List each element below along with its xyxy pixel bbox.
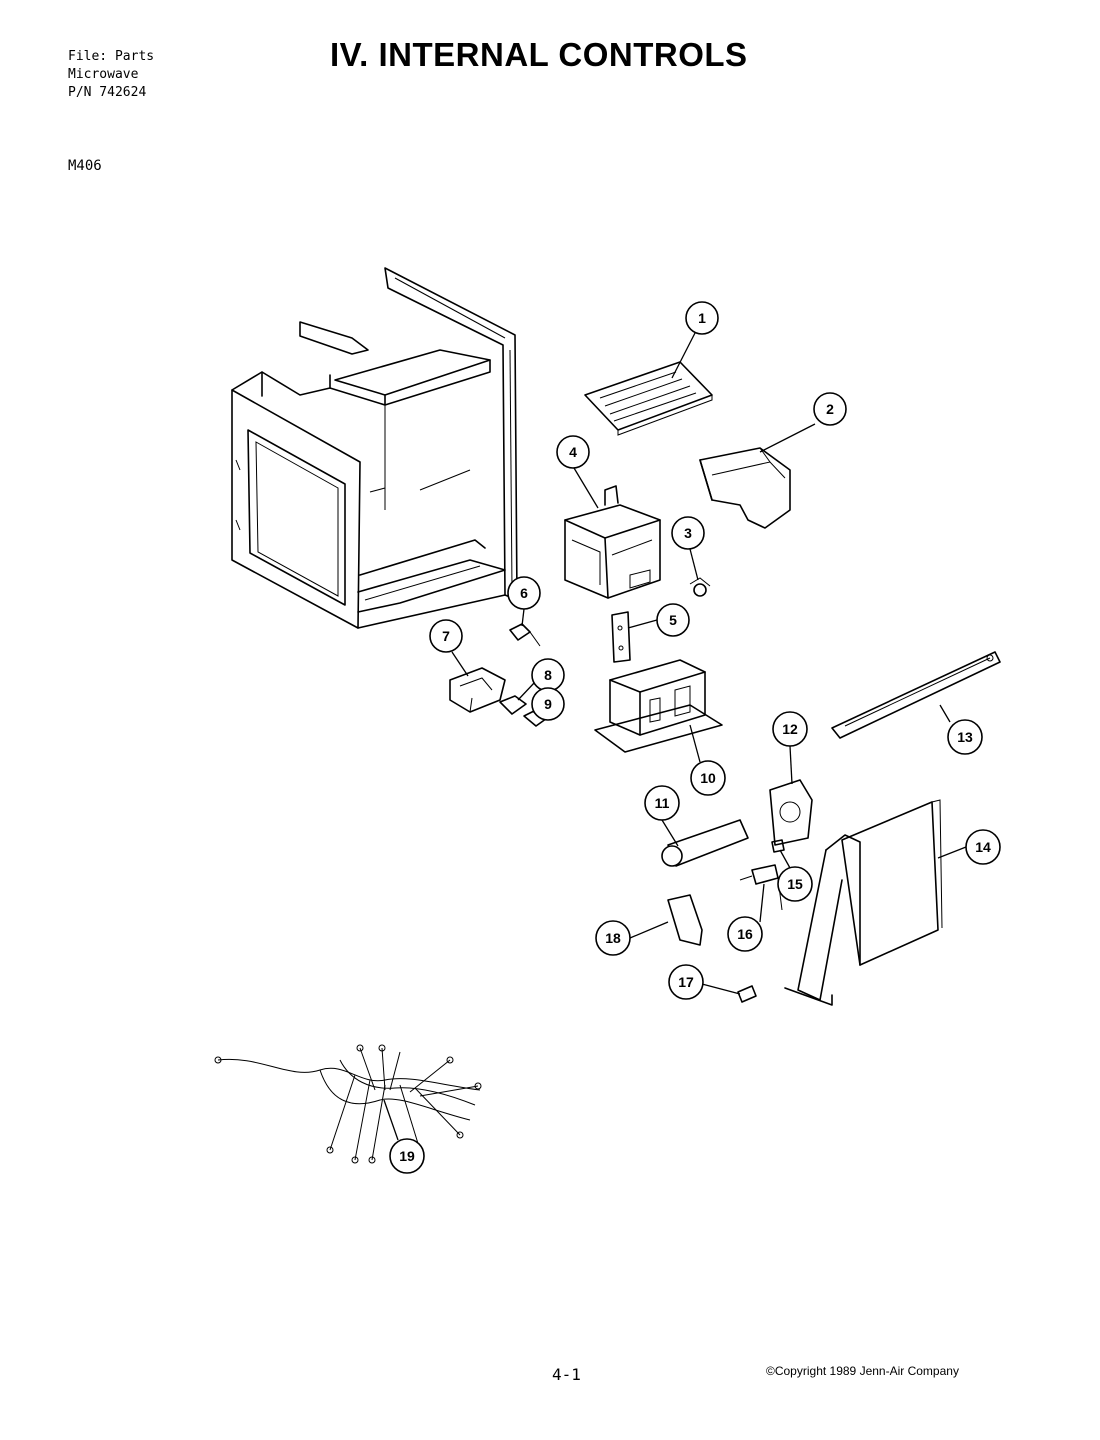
- part-19-wire-harness: [214, 1044, 482, 1164]
- callout-10: 10: [690, 760, 726, 796]
- svg-text:8: 8: [544, 667, 552, 683]
- file-line: File: Parts: [68, 49, 155, 64]
- file-line: Microwave: [68, 67, 139, 82]
- part-12-fan-bracket: [769, 779, 813, 846]
- callout-2: 2: [813, 392, 847, 426]
- callout-7: 7: [429, 619, 463, 653]
- callout-19: 19: [389, 1138, 425, 1174]
- part-8-switch: [499, 695, 527, 715]
- part-3-thermal-cutout: [689, 577, 711, 597]
- svg-text:10: 10: [700, 770, 716, 786]
- callout-8: 8: [531, 658, 565, 692]
- part-1-vent-cover: [584, 361, 713, 436]
- callout-1: 1: [685, 301, 719, 335]
- svg-text:4: 4: [569, 444, 577, 460]
- callout-11: 11: [644, 785, 680, 821]
- svg-text:2: 2: [826, 401, 834, 417]
- svg-text:7: 7: [442, 628, 450, 644]
- svg-text:17: 17: [678, 974, 694, 990]
- svg-text:14: 14: [975, 839, 991, 855]
- callout-9: 9: [531, 687, 565, 721]
- svg-text:19: 19: [399, 1148, 415, 1164]
- part-16-diode: [739, 864, 783, 911]
- part-4-magnetron: [564, 485, 661, 599]
- callout-14: 14: [965, 829, 1001, 865]
- part-2-air-duct: [699, 447, 791, 529]
- callout-5: 5: [656, 603, 690, 637]
- part-17-screw: [737, 985, 757, 1003]
- copyright-notice: ©Copyright 1989 Jenn-Air Company: [766, 1364, 959, 1378]
- part-11-capacitor: [661, 819, 749, 867]
- page-number: 4-1: [552, 1365, 581, 1384]
- part-6-fuse: [509, 623, 541, 647]
- cabinet-chassis: [231, 267, 518, 629]
- part-15-connector: [771, 839, 785, 853]
- svg-text:16: 16: [737, 926, 753, 942]
- svg-text:5: 5: [669, 612, 677, 628]
- part-5-bracket: [611, 611, 631, 663]
- callout-6: 6: [507, 576, 541, 610]
- callout-4: 4: [556, 435, 590, 469]
- callout-15: 15: [777, 866, 813, 902]
- file-line: P/N 742624: [68, 85, 147, 100]
- part-18-bracket: [667, 894, 703, 946]
- part-13-rail: [831, 651, 1001, 739]
- svg-text:18: 18: [605, 930, 621, 946]
- callout-12: 12: [772, 711, 808, 747]
- svg-text:12: 12: [782, 721, 798, 737]
- callout-16: 16: [727, 916, 763, 952]
- model-number: M406: [68, 158, 102, 174]
- svg-text:6: 6: [520, 585, 528, 601]
- callout-18: 18: [595, 920, 631, 956]
- svg-text:1: 1: [698, 310, 706, 326]
- leader-lines: [383, 332, 967, 1141]
- callout-13: 13: [947, 719, 983, 755]
- svg-text:11: 11: [655, 795, 670, 811]
- part-14-mounting-plate: [784, 799, 943, 1006]
- svg-text:15: 15: [787, 876, 803, 892]
- page-title: IV. INTERNAL CONTROLS: [330, 36, 748, 73]
- callout-17: 17: [668, 964, 704, 1000]
- file-info: File: Parts Microwave P/N 742624: [68, 48, 154, 102]
- part-7-switch-bracket: [449, 667, 506, 713]
- callout-3: 3: [671, 516, 705, 550]
- svg-text:9: 9: [544, 696, 552, 712]
- svg-text:13: 13: [957, 729, 973, 745]
- svg-text:3: 3: [684, 525, 692, 541]
- part-10-transformer: [594, 659, 723, 753]
